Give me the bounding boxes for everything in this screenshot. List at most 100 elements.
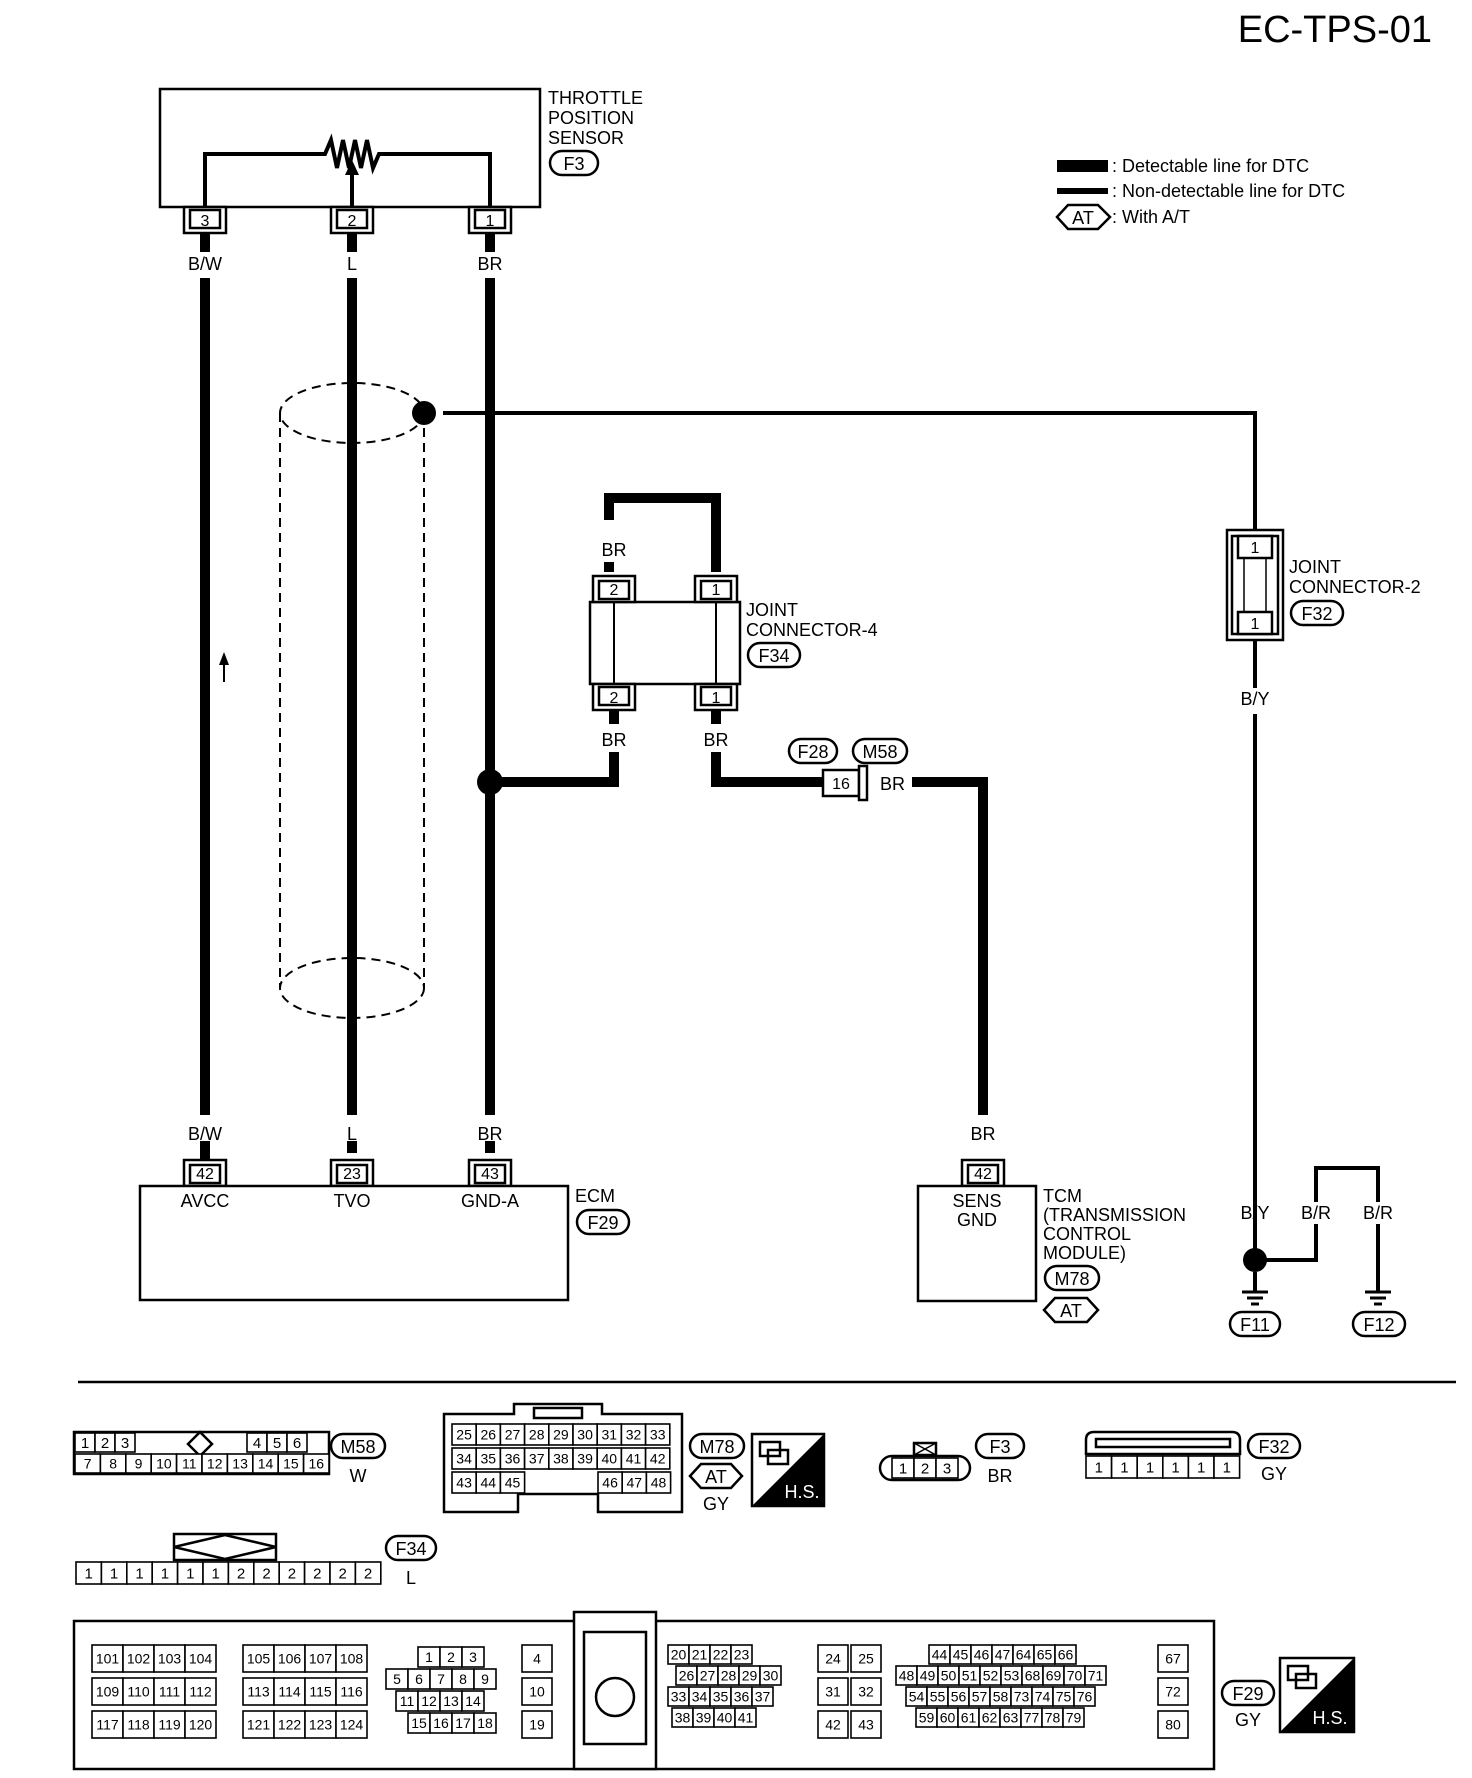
pin-number: 14 bbox=[258, 1456, 274, 1472]
ground-wire-br-1: B/R bbox=[1301, 1203, 1331, 1223]
pin-number: 117 bbox=[96, 1717, 119, 1733]
joint-connector-2: 1 1 JOINT CONNECTOR-2 F32 B/Y bbox=[1225, 528, 1421, 1260]
pin-number: 1 bbox=[135, 1565, 143, 1582]
pin-number: 66 bbox=[1058, 1647, 1074, 1663]
pin-number: 31 bbox=[825, 1684, 841, 1700]
pin-number: 31 bbox=[602, 1427, 618, 1443]
jc2-name-line1: JOINT bbox=[1289, 557, 1341, 577]
jc2-pin-top: 1 bbox=[1251, 540, 1260, 557]
legend-with-at: : With A/T bbox=[1112, 207, 1190, 227]
pin-number: 13 bbox=[443, 1693, 459, 1709]
f32-id: F32 bbox=[1258, 1437, 1289, 1457]
pin-number: 62 bbox=[982, 1710, 998, 1726]
pin-cell bbox=[751, 1686, 774, 1707]
pin-number: 5 bbox=[273, 1435, 281, 1452]
pin-cell bbox=[473, 1668, 497, 1690]
pin-number: 36 bbox=[505, 1451, 521, 1467]
pin-cell bbox=[1073, 1686, 1096, 1707]
pin-number: 25 bbox=[456, 1427, 472, 1443]
ecm-connector-id: F29 bbox=[587, 1213, 618, 1233]
pin-number: 41 bbox=[738, 1710, 754, 1726]
jc4-bottom-pin-2: 2 bbox=[610, 690, 619, 707]
pin-number: 4 bbox=[253, 1435, 261, 1452]
pin-number: 68 bbox=[1025, 1668, 1041, 1684]
pin-number: 1 bbox=[212, 1565, 220, 1582]
tcm-terminal-line1: SENS bbox=[952, 1191, 1001, 1211]
ecm-name: ECM bbox=[575, 1186, 615, 1206]
pin-number: 47 bbox=[627, 1475, 643, 1491]
pin-cell bbox=[850, 1677, 882, 1706]
pin-cell bbox=[461, 1690, 485, 1712]
pin-number: 33 bbox=[650, 1427, 666, 1443]
pin-number: 38 bbox=[553, 1451, 569, 1467]
pin-number: 36 bbox=[734, 1689, 750, 1705]
pin-cell bbox=[817, 1644, 849, 1673]
jc4-bottom-wire-left: BR bbox=[601, 730, 626, 750]
pin-cell bbox=[521, 1677, 553, 1706]
jc4-bottom-pin-1: 1 bbox=[712, 690, 721, 707]
pin-number: 1 bbox=[81, 1435, 89, 1452]
f29-hs: H.S. bbox=[1312, 1708, 1347, 1728]
pin-cell bbox=[304, 1644, 337, 1673]
pin-number: 104 bbox=[189, 1651, 213, 1667]
pin-number: 115 bbox=[309, 1684, 332, 1700]
pin-cell bbox=[644, 1423, 671, 1446]
pin-number: 122 bbox=[278, 1717, 302, 1733]
pin-number: 65 bbox=[1037, 1647, 1053, 1663]
m78-color: GY bbox=[703, 1494, 729, 1514]
pin-number: 2 bbox=[288, 1565, 296, 1582]
legend-non-detectable: : Non-detectable line for DTC bbox=[1112, 181, 1345, 201]
pin-number: 50 bbox=[941, 1668, 957, 1684]
pin-cell bbox=[850, 1710, 882, 1739]
pin-cell bbox=[473, 1712, 497, 1734]
pin-number: 1 bbox=[1095, 1459, 1103, 1476]
pin-number: 8 bbox=[459, 1671, 467, 1687]
pin-number: 116 bbox=[340, 1684, 363, 1700]
pin-number: 54 bbox=[909, 1689, 925, 1705]
pin-number: 112 bbox=[189, 1684, 212, 1700]
pin-number: 9 bbox=[481, 1671, 489, 1687]
pin-number: 28 bbox=[721, 1668, 737, 1684]
jc4-top-wire: BR bbox=[601, 540, 626, 560]
pin-number: 1 bbox=[85, 1565, 93, 1582]
m58-id: M58 bbox=[340, 1437, 375, 1457]
ground-wire-by: B/Y bbox=[1240, 1203, 1269, 1223]
pin-number: 29 bbox=[742, 1668, 758, 1684]
pin-number: 56 bbox=[951, 1689, 967, 1705]
m58-color: W bbox=[350, 1466, 367, 1486]
pin-cell bbox=[286, 1432, 308, 1453]
pin-number: 79 bbox=[1066, 1710, 1082, 1726]
pin-cell bbox=[335, 1710, 368, 1739]
pin-number: 67 bbox=[1165, 1651, 1181, 1667]
pin-cell bbox=[122, 1710, 155, 1739]
pin-number: 52 bbox=[983, 1668, 999, 1684]
pin-number: 1 bbox=[186, 1565, 194, 1582]
pin-number: 123 bbox=[309, 1717, 333, 1733]
pin-number: 124 bbox=[340, 1717, 364, 1733]
pin-number: 74 bbox=[1035, 1689, 1051, 1705]
pin-number: 43 bbox=[456, 1475, 472, 1491]
pin-cell bbox=[304, 1677, 337, 1706]
pin-number: 12 bbox=[207, 1456, 223, 1472]
inline-conn-b: M58 bbox=[862, 742, 897, 762]
f34-color: L bbox=[406, 1568, 416, 1588]
pin-number: 109 bbox=[96, 1684, 120, 1700]
pin-number: 108 bbox=[340, 1651, 364, 1667]
pin-cell bbox=[1062, 1707, 1085, 1728]
pin-number: 35 bbox=[713, 1689, 729, 1705]
inline-conn-a: F28 bbox=[797, 742, 828, 762]
ecm-pin-42: 42 bbox=[196, 1166, 214, 1183]
pin-number: 40 bbox=[602, 1451, 618, 1467]
pin-cell bbox=[1157, 1710, 1189, 1739]
main-wires bbox=[200, 234, 495, 1153]
tcm-name-line3: CONTROL bbox=[1043, 1224, 1131, 1244]
tps-name-line3: SENSOR bbox=[548, 128, 624, 148]
pin-number: 45 bbox=[505, 1475, 521, 1491]
pin-number: 7 bbox=[84, 1456, 92, 1472]
pin-number: 27 bbox=[700, 1668, 716, 1684]
pin-number: 19 bbox=[529, 1717, 545, 1733]
pin-number: 10 bbox=[529, 1684, 545, 1700]
pin-number: 44 bbox=[481, 1475, 497, 1491]
